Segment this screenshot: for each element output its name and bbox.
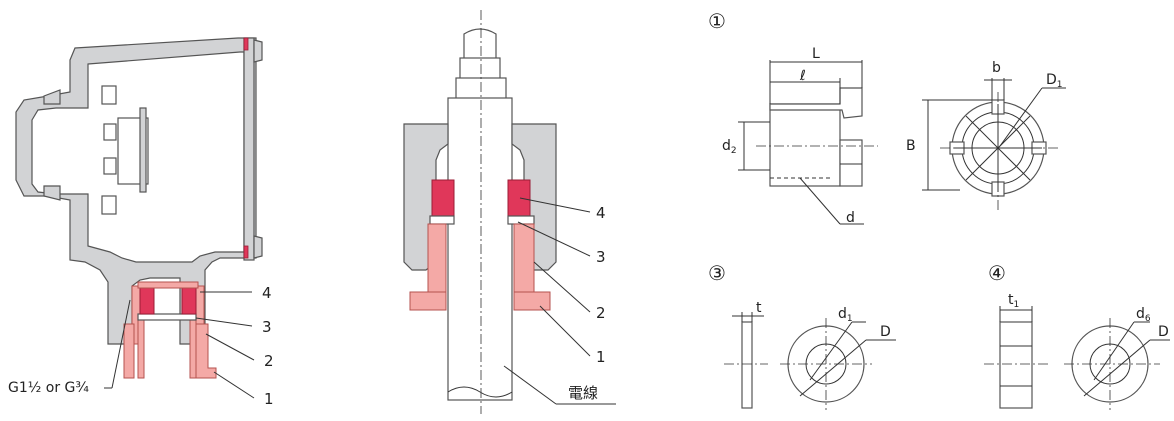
part4-detail: ④ t1 d6 D [984,261,1170,410]
mid-part-3-right [507,215,535,225]
gland-top-ring [137,281,199,289]
cover-edge-bottom [243,245,249,259]
side-knob-bottom [43,185,61,201]
dim-b: b [992,60,1001,76]
dim-D-part4: D [1158,324,1169,340]
part3-side [741,321,753,409]
cable-end [463,28,497,61]
left-callout-4: 4 [262,284,272,302]
dim-d: d [846,210,855,226]
dim-d6: d6 [1136,306,1151,324]
dim-t: t [756,300,762,316]
cover-plate [243,37,255,261]
part1-side-body [769,103,841,187]
mid-callout-1: 1 [596,348,606,366]
cover-bolt-top [253,39,263,63]
mid-part-4-left [431,179,455,217]
part3-marker: ③ [708,261,726,285]
terminal-tab-3 [103,123,117,141]
mid-part-3-left [429,215,455,225]
left-callout-2: 2 [264,352,274,370]
mid-callout-3: 3 [596,248,606,266]
cover-edge-top [243,37,249,51]
left-callout-3: 3 [262,318,272,336]
side-knob-top [43,89,61,105]
part3-detail: ③ t d1 D [708,261,896,410]
mid-callout-2: 2 [596,304,606,322]
dim-d1: d1 [838,306,853,324]
dim-l: ℓ [799,68,806,84]
mid-part-1-right [513,291,551,311]
terminal-tab-4 [103,157,117,175]
dim-d2: d2 [722,138,737,156]
gland-part-4-right [181,287,197,315]
mid-callout-4: 4 [596,204,606,222]
terminal-tab-1 [101,85,117,105]
mid-part-2-right [513,223,535,295]
left-assembly: 4 3 2 1 G1½ or G¾ [8,37,274,408]
mid-part-2-left [427,223,447,295]
wire-label: 電線 [568,384,598,402]
gland-part-4-left [139,287,155,315]
mid-part-1-left [409,291,447,311]
mid-part-4-right [507,179,531,217]
cable-body [447,97,513,401]
cable-step-1 [459,57,501,81]
dim-t1: t1 [1008,292,1019,310]
left-callout-1: 1 [264,390,274,408]
part4-side [999,321,1033,409]
gland-part-3 [137,313,197,321]
gland-part-1-body [137,319,145,379]
thread-size-label: G1½ or G¾ [8,380,89,396]
cable-break [447,386,513,398]
dim-B: B [906,138,916,154]
dim-L: L [812,46,820,62]
dim-D-part3: D [880,324,891,340]
middle-assembly: 4 3 2 1 電線 [403,10,616,414]
part4-marker: ④ [988,261,1006,285]
gland-part-1-body-r [189,319,197,379]
cover-bolt-bottom [253,235,263,259]
part1-detail: ① L ℓ d2 d [708,9,1066,226]
terminal-plate [139,107,147,193]
part1-side-lug [839,139,863,187]
part1-marker: ① [708,9,726,33]
dim-D1: D1 [1046,72,1063,90]
terminal-tab-2 [101,195,117,215]
